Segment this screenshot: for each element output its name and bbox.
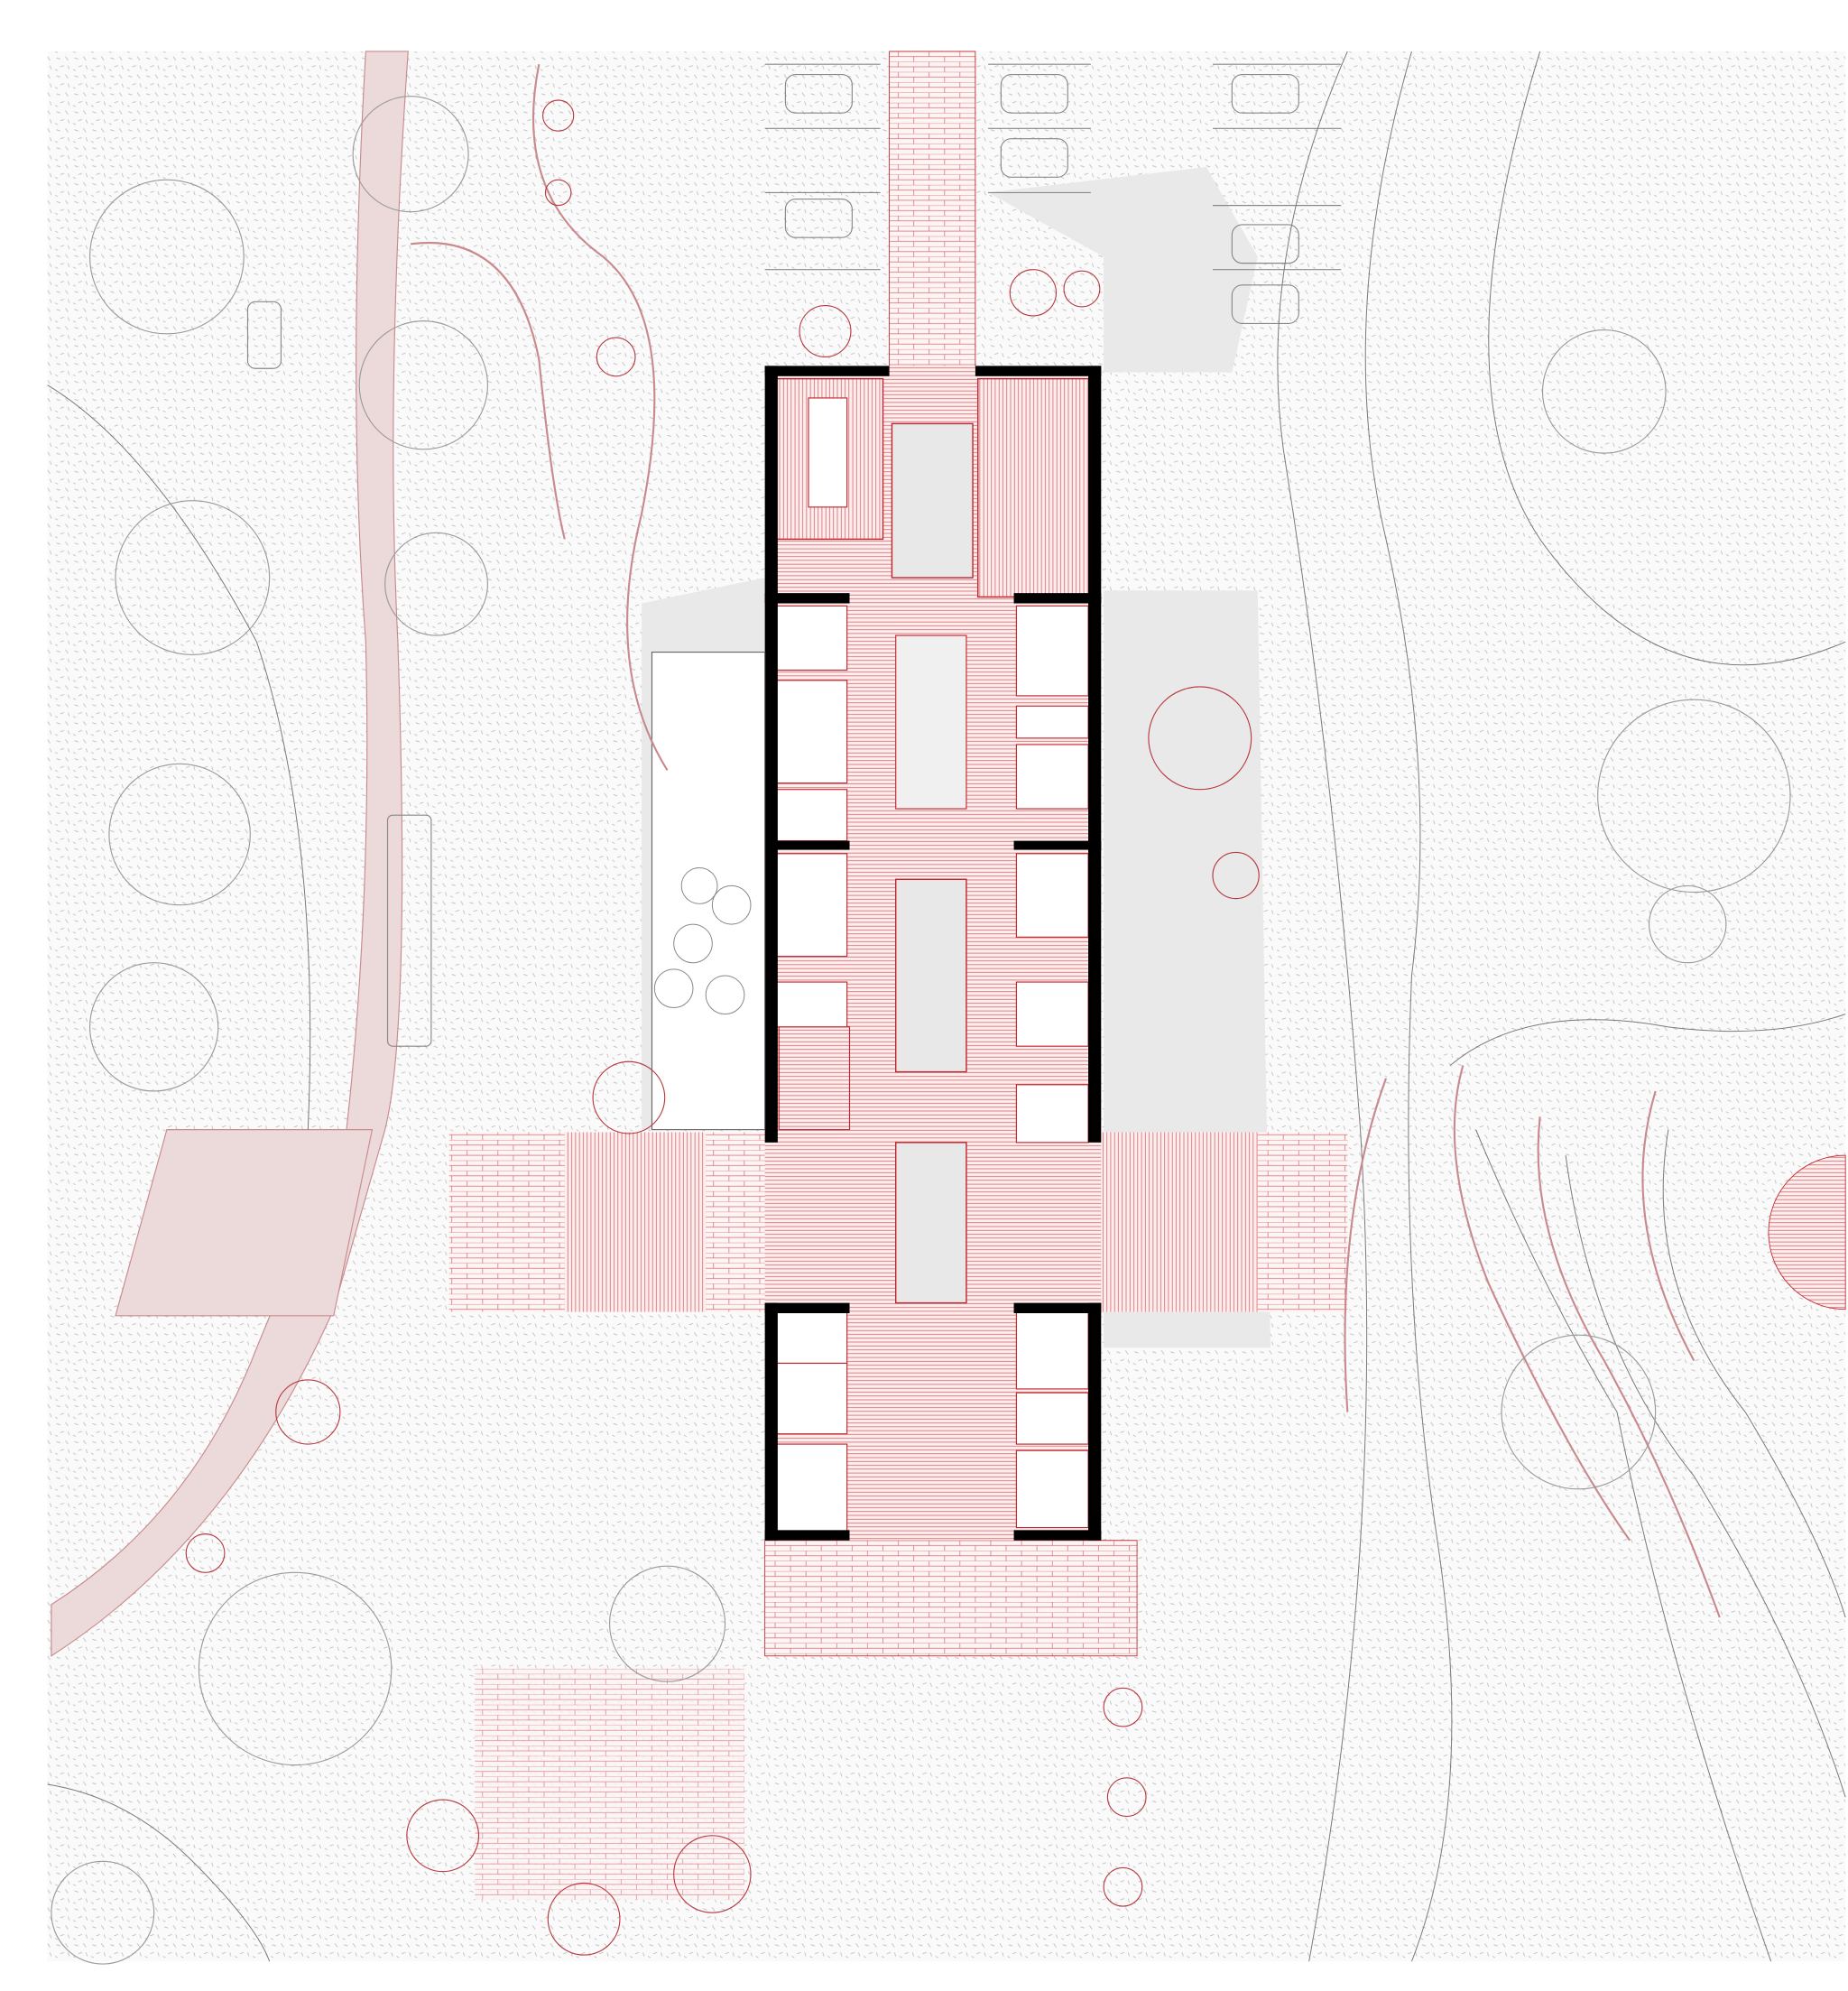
annex-terrace: [651, 651, 766, 1131]
parking: [246, 63, 1342, 1047]
planter-walls: [410, 63, 1721, 1618]
building: [764, 366, 1102, 1541]
bottom-plaza: [475, 1540, 1138, 1900]
entrance-path: [889, 51, 976, 424]
red-shrubs: [185, 99, 1260, 1956]
road: [51, 51, 409, 1657]
contour-lines: [47, 51, 1846, 1962]
half-circle-feature: [1768, 1154, 1846, 1310]
trees: [51, 96, 1791, 1965]
